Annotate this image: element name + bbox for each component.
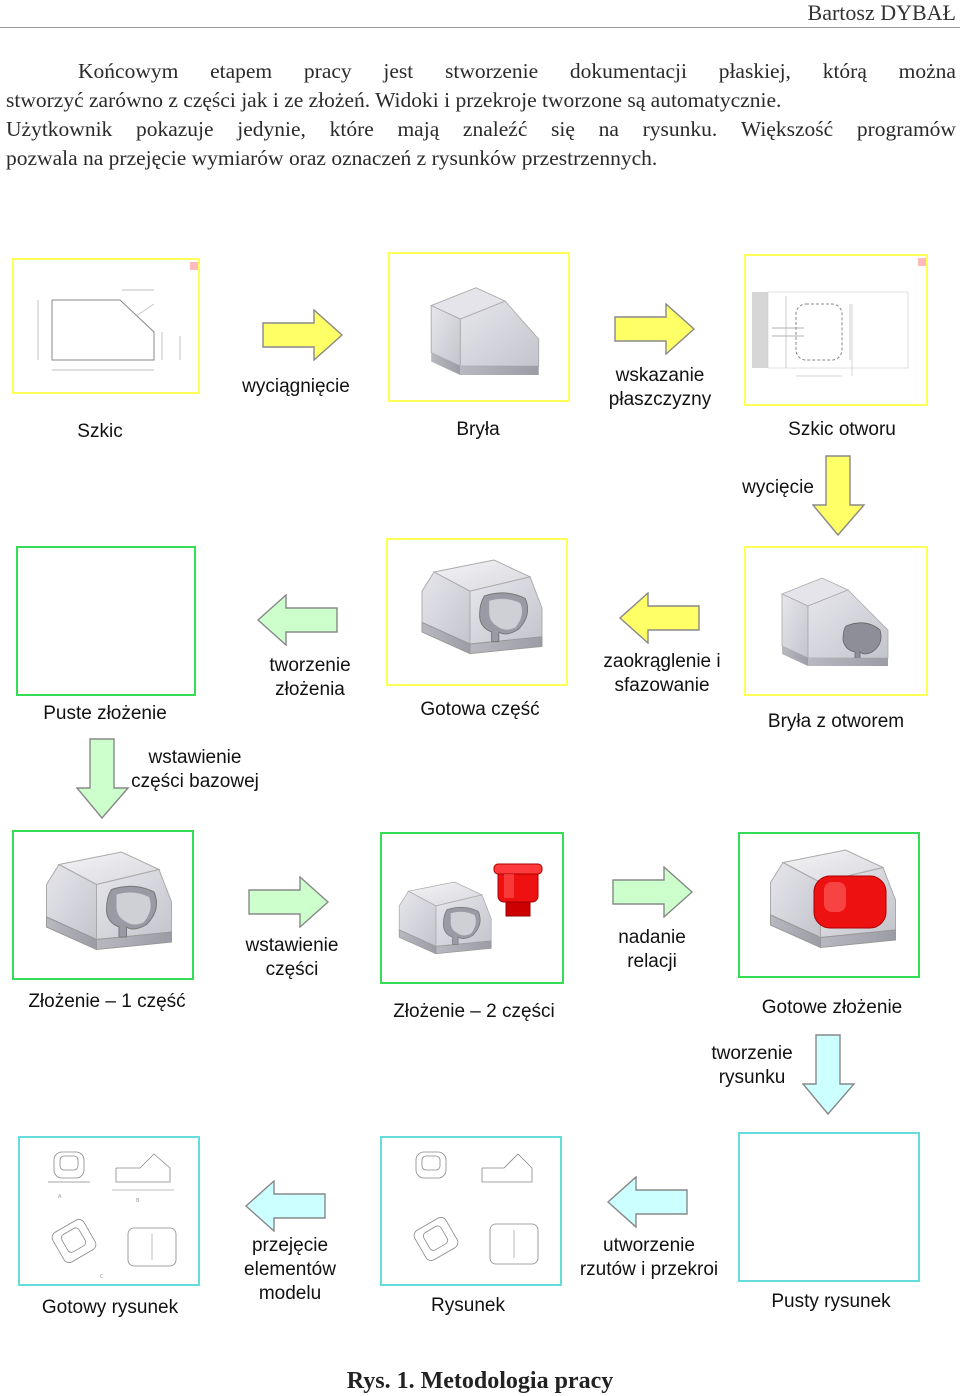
word: które (329, 117, 374, 141)
arrow-left-icon (618, 592, 700, 644)
edge-label-wstawienie-czesci-1: wstawienie (245, 935, 339, 956)
edge-label-wyciagniecie: wyciągnięcie (242, 376, 350, 397)
word: etapem (210, 59, 273, 83)
header-rule (0, 27, 960, 28)
edge-label-nadanie-2: relacji (627, 951, 677, 972)
arrow-right-icon (248, 876, 330, 928)
arrow-down-icon (812, 455, 866, 537)
edge-label-przejecie-2: elementów (244, 1259, 336, 1280)
arrow-down-icon (802, 1034, 856, 1116)
word: stworzenie (445, 59, 539, 83)
word: dokumentacji (569, 59, 687, 83)
solid-drawing (430, 287, 540, 376)
sketch-drawing (37, 262, 198, 371)
arrow-right-icon (262, 309, 344, 361)
word: można (898, 59, 956, 83)
paragraph-line-3: Użytkownik pokazuje jedynie, które mają … (6, 115, 956, 144)
paragraph-line-2: stworzyć zarówno z części jak i ze złoże… (6, 88, 782, 112)
arrow-left-icon (256, 594, 338, 646)
assembly-one-part-drawing (14, 832, 194, 980)
assembly-one-part-frame (12, 830, 194, 980)
finished-drawing-sheet: A B C (48, 1151, 177, 1280)
paragraph-line-4: pozwala na przejęcie wymiarów oraz oznac… (6, 146, 658, 170)
edge-label-nadanie-1: nadanie (618, 927, 686, 948)
finished-part-drawing (388, 540, 568, 686)
edge-label-wstawienie-bazowej-2: części bazowej (131, 771, 259, 792)
edge-label-utworzenie-1: utworzenie (603, 1235, 695, 1256)
assembly-two-parts-drawing (382, 863, 543, 984)
word: mają (397, 117, 440, 141)
edge-label-wyciecie: wycięcie (742, 477, 814, 498)
edge-label-wstawienie-bazowej-1: wstawienie (148, 747, 242, 768)
edge-label-przejecie-3: modelu (258, 1283, 322, 1304)
word: pokazuje (135, 117, 214, 141)
svg-text:C: C (100, 1274, 104, 1280)
assembly-two-parts-frame (380, 832, 564, 984)
word: programów (856, 117, 956, 141)
hole-sketch-drawing (752, 258, 926, 377)
word: pracy (303, 59, 352, 83)
edge-label-tworzenie-rysunku-2: rysunku (718, 1067, 786, 1088)
edge-label-wskazanie-1: wskazanie (615, 365, 705, 386)
finished-drawing-frame: A B C (18, 1136, 200, 1286)
node-label-szkic-otworu: Szkic otworu (788, 419, 896, 440)
header-author: Bartosz DYBAŁ (807, 0, 956, 25)
svg-text:A: A (58, 1194, 62, 1200)
solid-with-hole-drawing (780, 577, 889, 666)
finished-assembly-frame (738, 832, 920, 978)
node-label-gotowe-zlozenie: Gotowe złożenie (761, 997, 903, 1018)
node-label-gotowy-rysunek: Gotowy rysunek (41, 1297, 179, 1318)
paragraph-line-1: Końcowym etapem pracy jest stworzenie do… (78, 57, 956, 86)
figure-caption: Rys. 1. Metodologia pracy (346, 1368, 614, 1394)
edge-label-utworzenie-2: rzutów i przekroi (579, 1259, 719, 1280)
node-label-zlozenie-2: Złożenie – 2 części (393, 1001, 555, 1022)
svg-text:B: B (136, 1198, 140, 1204)
node-label-bryla-z-otworem: Bryła z otworem (767, 711, 905, 732)
word: znaleźć (462, 117, 528, 141)
node-label-rysunek: Rysunek (431, 1295, 505, 1316)
drawing-frame (380, 1136, 562, 1286)
word: Końcowym (78, 59, 179, 83)
word: jest (383, 59, 414, 83)
word: Użytkownik (6, 117, 113, 141)
node-label-gotowa-czesc: Gotowa część (420, 699, 540, 720)
arrow-left-icon (244, 1180, 326, 1232)
word: na (598, 117, 619, 141)
drawing-sheet (413, 1151, 539, 1265)
edge-label-tworzenie-rysunku-1: tworzenie (711, 1043, 793, 1064)
edge-label-zaokraglenie-1: zaokrąglenie i (603, 651, 721, 672)
word: płaskiej, (718, 59, 791, 83)
word: Większość (740, 117, 834, 141)
node-label-szkic: Szkic (77, 421, 123, 442)
arrow-down-icon (76, 738, 130, 820)
word: rysunku. (642, 117, 718, 141)
edge-label-zaokraglenie-2: sfazowanie (614, 675, 710, 696)
arrow-left-icon (606, 1176, 688, 1228)
word: się (551, 117, 575, 141)
node-label-puste-zlozenie: Puste złożenie (43, 703, 167, 724)
arrow-right-icon (614, 303, 696, 355)
node-label-zlozenie-1: Złożenie – 1 część (28, 991, 186, 1012)
finished-part-frame (386, 538, 568, 686)
word: jedynie, (237, 117, 306, 141)
node-label-bryla: Bryła (456, 419, 500, 440)
edge-label-tworzenie-zlozenia-1: tworzenie (269, 655, 351, 676)
finished-assembly-drawing (770, 849, 896, 948)
empty-drawing-frame (738, 1132, 920, 1282)
edge-label-wstawienie-czesci-2: części (265, 959, 319, 980)
solid-frame (388, 252, 570, 402)
edge-label-tworzenie-zlozenia-2: złożenia (275, 679, 345, 700)
solid-with-hole-frame (744, 546, 928, 696)
sketch-frame (12, 258, 200, 394)
edge-label-wskazanie-2: płaszczyzny (608, 389, 712, 410)
edge-label-przejecie-1: przejęcie (251, 1235, 329, 1256)
empty-assembly-frame (16, 546, 196, 696)
node-label-pusty-rysunek: Pusty rysunek (771, 1291, 891, 1312)
hole-sketch-frame (744, 254, 928, 406)
arrow-right-icon (612, 866, 694, 918)
word: którą (822, 59, 867, 83)
